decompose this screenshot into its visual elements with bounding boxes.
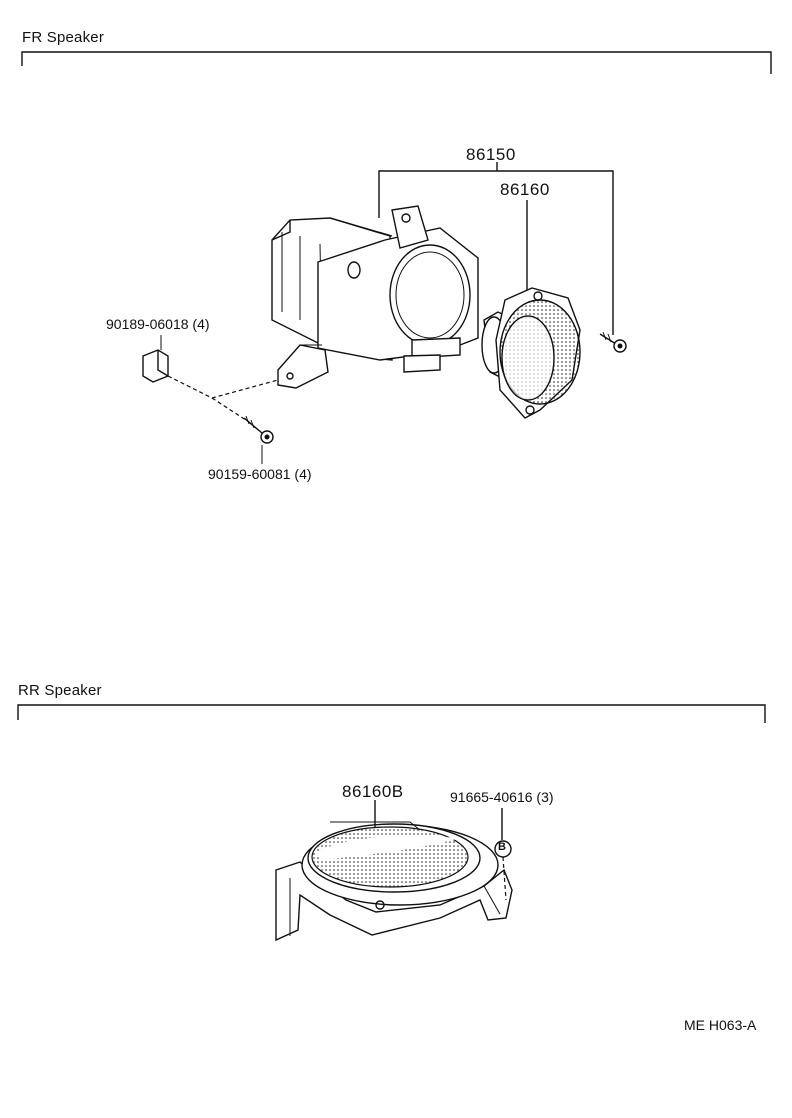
- label-clip: 90189-06018 (4): [106, 316, 210, 332]
- rr-section-bracket: [17, 704, 766, 723]
- fr-speaker-unit: [481, 287, 581, 419]
- fr-speaker-title: FR Speaker: [22, 29, 105, 46]
- fr-screw-right: [599, 331, 627, 353]
- fr-speaker-housing: [271, 205, 479, 389]
- fr-dashed-line: [167, 375, 279, 399]
- diagram-code: ME H063-A: [684, 1017, 757, 1033]
- label-screw-fr: 90159-60081 (4): [208, 466, 312, 482]
- rr-speaker-title: RR Speaker: [18, 682, 102, 699]
- label-86160: 86160: [500, 180, 550, 199]
- label-86150: 86150: [466, 145, 516, 164]
- rr-speaker-assembly: [275, 821, 513, 942]
- fr-clip: [142, 335, 169, 383]
- fr-screw-left: [243, 415, 274, 464]
- callout-b-letter: B: [498, 841, 506, 853]
- label-86160b: 86160B: [342, 782, 404, 801]
- label-screw-rr: 91665-40616 (3): [450, 789, 554, 805]
- leader-86150: [378, 170, 614, 335]
- fr-section-bracket: [21, 51, 772, 74]
